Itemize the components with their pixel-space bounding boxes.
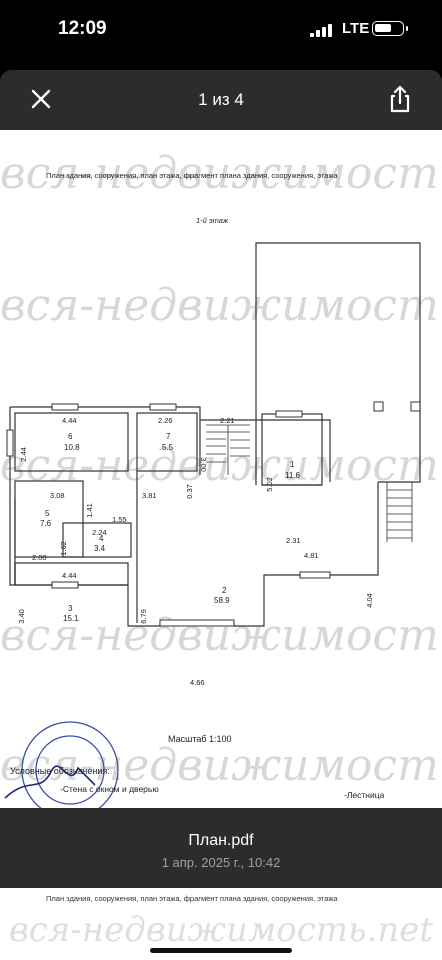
legend-wall-label: -Стена с окном и дверью xyxy=(60,784,159,794)
watermark: вся-недвижимость.net xyxy=(0,148,442,199)
dimension-label: 3.81 xyxy=(142,491,157,500)
stairs-symbol xyxy=(206,424,413,542)
dimension-label: 4.44 xyxy=(62,416,77,425)
pdf-page[interactable]: вся-недвижимость.net вся-недвижимость.ne… xyxy=(0,130,442,808)
legend-stairs-label: -Лестница xyxy=(344,790,385,800)
dimension-label: 2.26 xyxy=(158,416,173,425)
status-time: 12:09 xyxy=(58,18,107,39)
scale-label: Масштаб 1:100 xyxy=(168,734,232,744)
next-page-preview[interactable]: План здания, сооружения, план этажа, фра… xyxy=(0,888,442,960)
network-type: LTE xyxy=(342,20,370,37)
plan-header: План здания, сооружения, план этажа, фра… xyxy=(46,171,338,180)
room-6-outline xyxy=(14,412,129,472)
room-num: 3 xyxy=(68,604,73,613)
watermark: вся-недвижимость.net xyxy=(0,280,442,331)
dimension-label: 3.00 xyxy=(198,457,208,472)
dimension-label: 3.08 xyxy=(50,491,65,500)
signal-icon xyxy=(310,24,332,37)
dimension-label: 2.00 xyxy=(32,553,47,562)
room-num: 6 xyxy=(68,432,73,441)
room-num: 2 xyxy=(222,586,227,595)
dimension-label: 4.81 xyxy=(304,551,319,560)
battery-icon xyxy=(372,21,408,36)
room-num: 4 xyxy=(99,534,104,543)
room-area: 7.6 xyxy=(40,519,52,528)
dimension-label: 2.44 xyxy=(18,447,28,462)
dimension-label: 4.04 xyxy=(364,593,374,608)
dimension-label: 4.44 xyxy=(62,571,77,580)
share-icon[interactable] xyxy=(386,84,414,114)
room-num: 5 xyxy=(45,509,50,518)
room-area: 10.8 xyxy=(64,443,80,452)
room-7-outline xyxy=(136,412,198,472)
room-area: 15.1 xyxy=(63,614,79,623)
room-area: 3.4 xyxy=(94,544,106,553)
document-viewer-sheet: 1 из 4 вся-недвижимость.net вся-недвижим… xyxy=(0,70,442,960)
close-icon[interactable] xyxy=(28,86,54,112)
dimension-label: 1.62 xyxy=(58,541,68,556)
floor-label: 1-й этаж xyxy=(196,216,229,225)
legend-title: Условные обозначения: xyxy=(10,766,110,776)
room-area: 5.5 xyxy=(162,443,174,452)
room-num: 1 xyxy=(290,460,295,469)
dimension-label: 1.55 xyxy=(112,515,127,524)
dimension-label: 0.37 xyxy=(184,484,194,499)
watermark: вся-недвижимость.net xyxy=(0,440,442,491)
status-bar: 12:09 LTE xyxy=(0,0,442,60)
file-name: План.pdf xyxy=(188,832,254,849)
preview-header: План здания, сооружения, план этажа, фра… xyxy=(46,894,338,903)
dimension-label: 5.02 xyxy=(264,477,274,492)
dimension-label: 6.79 xyxy=(138,609,148,624)
viewer-toolbar: 1 из 4 xyxy=(0,70,442,130)
dimension-label: 2.24 xyxy=(92,528,107,537)
watermark: вся-недвижимость.net xyxy=(0,610,442,661)
dimension-label: 1.41 xyxy=(84,503,94,518)
room-4-outline xyxy=(62,522,132,558)
file-date: 1 апр. 2025 г., 10:42 xyxy=(161,855,281,870)
signature xyxy=(4,765,96,799)
home-indicator[interactable] xyxy=(150,948,292,953)
cadastral-stamp xyxy=(21,721,119,808)
watermark: вся-недвижимость.net xyxy=(0,740,442,791)
room-area: 11.6 xyxy=(285,471,300,480)
room-area: 58.9 xyxy=(214,596,230,605)
preview-watermark: вся-недвижимость.net xyxy=(8,910,434,950)
floor-plan xyxy=(4,242,421,808)
windows xyxy=(6,403,331,627)
file-info-bar: План.pdf 1 апр. 2025 г., 10:42 План здан… xyxy=(0,808,442,960)
dimension-label: 4.66 xyxy=(190,678,205,687)
room-num: 7 xyxy=(166,432,171,441)
dimension-label: 2.31 xyxy=(286,536,301,545)
page-indicator: 1 из 4 xyxy=(198,90,244,109)
dimension-label: 2.21 xyxy=(220,416,235,425)
dimension-label: 3.40 xyxy=(16,609,26,624)
